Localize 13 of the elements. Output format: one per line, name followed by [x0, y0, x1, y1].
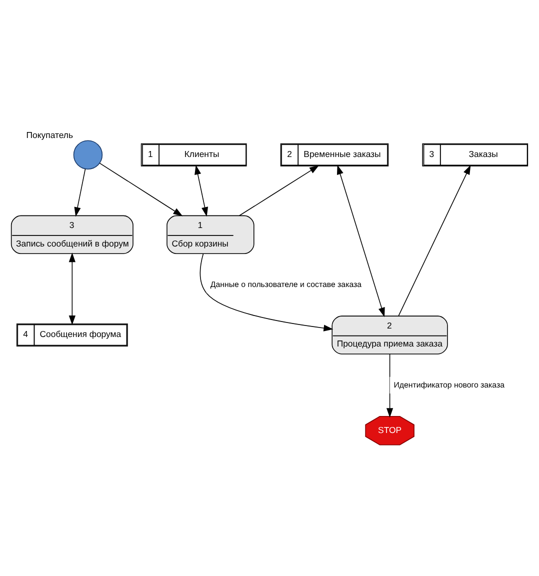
arrow: [336, 164, 385, 318]
arrow: [386, 354, 394, 418]
arrow: [74, 168, 86, 217]
arrow: [194, 165, 208, 217]
edge-label: Данные о пользователе и составе заказа: [210, 280, 362, 290]
arrow: [200, 253, 334, 332]
edge-label: Идентификатор нового заказа: [394, 380, 504, 390]
arrow: [99, 162, 183, 216]
node-label: Покупатель: [26, 130, 73, 140]
arrow: [238, 165, 320, 216]
arrow: [68, 252, 76, 326]
node-person: [73, 140, 103, 170]
arrow: [398, 164, 471, 316]
